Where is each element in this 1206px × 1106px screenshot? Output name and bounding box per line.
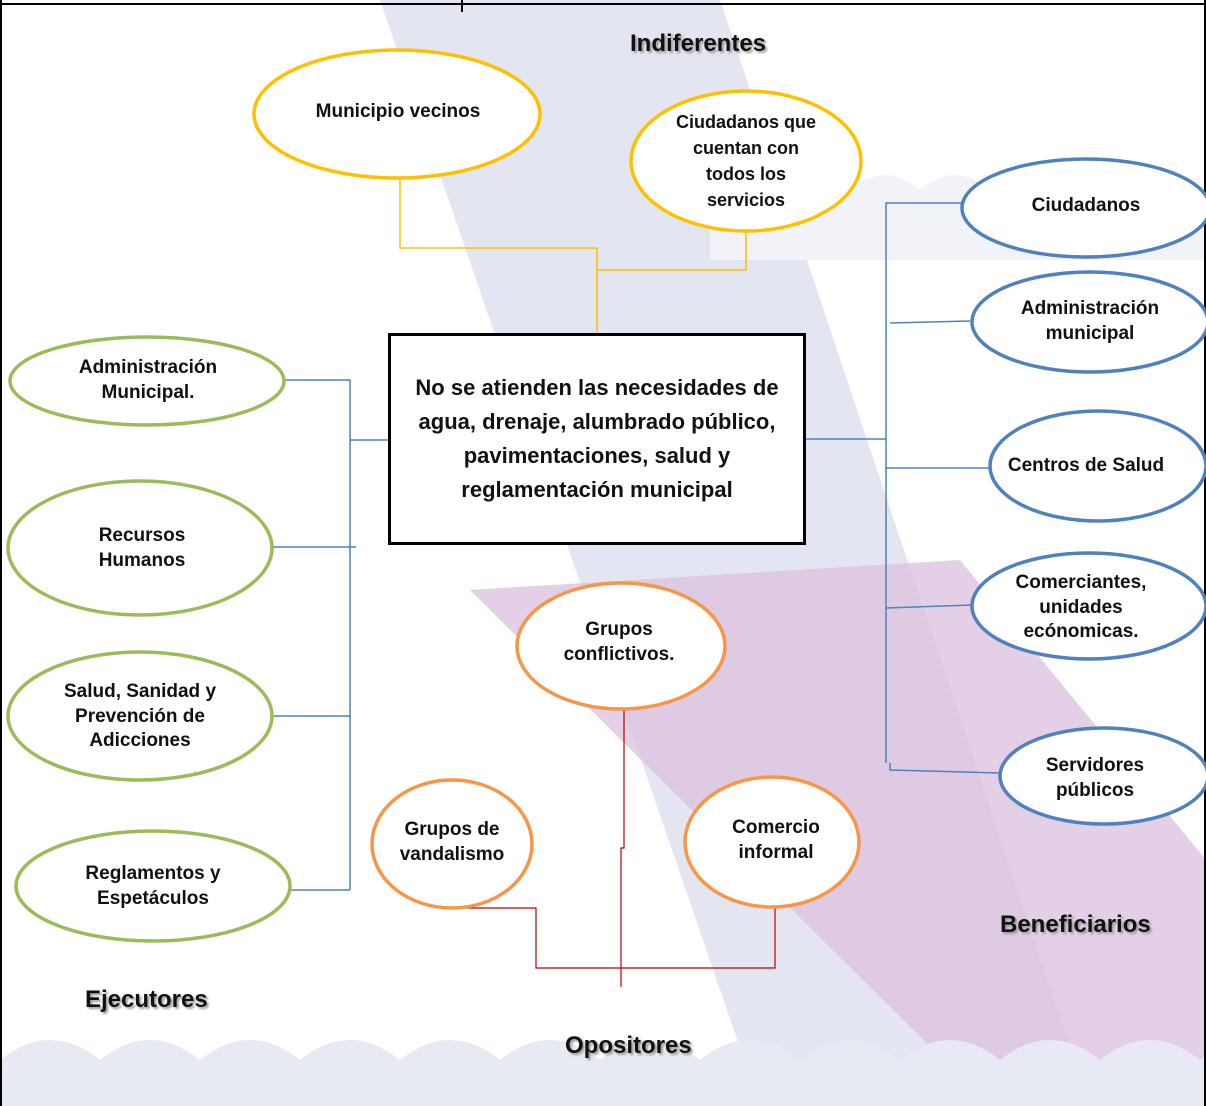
ellipse-centros-salud <box>988 409 1206 523</box>
connectors-ejecutores <box>272 379 388 891</box>
group-title-beneficiarios: Beneficiarios <box>1000 911 1151 938</box>
connector-beneficiarios-trunk <box>885 202 962 763</box>
ellipses-beneficiarios <box>960 157 1206 826</box>
ellipses-opositores <box>370 581 861 910</box>
watermark-cloud-bottom <box>0 1040 1206 1106</box>
group-title-indiferentes: Indiferentes <box>630 30 767 57</box>
ellipse-comerciantes <box>970 551 1206 661</box>
ellipse-administracion-municipal-benef <box>970 270 1206 374</box>
node-servidores-publicos: Servidores públicos <box>1045 755 1145 801</box>
connector-municipio-vecinos <box>399 178 598 333</box>
node-administracion-municipal-benef: Administración municipal <box>1020 298 1160 344</box>
node-grupos-vandalismo: Grupos de vandalismo <box>399 819 505 865</box>
ellipse-servidores-publicos <box>998 726 1206 826</box>
connector-grupos-vandalismo <box>455 907 617 969</box>
node-administracion-municipal: Administración Municipal. <box>78 357 218 403</box>
ellipse-administracion-municipal <box>8 335 286 427</box>
connector-comercio-informal <box>617 905 776 969</box>
ellipses-indiferentes <box>252 48 863 233</box>
connector-comerciantes <box>885 604 973 609</box>
connector-ejecutores-trunk <box>284 379 351 890</box>
ellipse-ciudadanos-servicios <box>629 89 863 233</box>
connectors-opositores <box>455 708 776 987</box>
ellipse-recursos-humanos <box>6 479 274 617</box>
node-reglamentos: Reglamentos y Espetáculos <box>85 863 221 909</box>
connectors-indiferentes <box>399 178 747 333</box>
connector-servidores-publicos <box>889 763 1001 774</box>
ellipse-reglamentos <box>14 829 292 943</box>
node-comercio-informal: Comercio informal <box>732 817 820 863</box>
node-recursos-humanos: Recursos Humanos <box>98 525 186 571</box>
node-municipio-vecinos: Municipio vecinos <box>315 100 481 122</box>
node-ciudadanos: Ciudadanos <box>1031 194 1141 216</box>
ellipse-salud-sanidad <box>6 650 274 782</box>
group-title-ejecutores: Ejecutores <box>85 986 208 1013</box>
ellipses-ejecutores <box>6 335 292 943</box>
ellipse-grupos-vandalismo <box>370 778 534 910</box>
ellipse-grupos-conflictivos <box>515 581 727 711</box>
node-grupos-conflictivos: Grupos conflictivos. <box>563 619 675 665</box>
connectors-beneficiarios <box>806 202 1001 774</box>
connector-administracion-municipal <box>889 320 971 324</box>
central-problem-box: No se atienden las necesidades de agua, … <box>388 333 806 545</box>
ellipse-ciudadanos <box>960 157 1206 259</box>
ellipse-comercio-informal <box>683 775 861 909</box>
connector-ciudadanos-servicios <box>597 225 747 271</box>
node-centros-salud: Centros de Salud <box>1007 454 1165 476</box>
ellipse-municipio-vecinos <box>252 48 542 180</box>
node-ciudadanos-servicios: Ciudadanos que cuentan con todos los ser… <box>675 111 816 211</box>
connector-grupos-conflictivos <box>620 708 625 987</box>
node-salud-sanidad: Salud, Sanidad y Prevención de Adiccione… <box>63 680 217 752</box>
group-title-opositores: Opositores <box>565 1032 692 1059</box>
node-comerciantes: Comerciantes, unidades ecónomicas. <box>1015 571 1147 643</box>
